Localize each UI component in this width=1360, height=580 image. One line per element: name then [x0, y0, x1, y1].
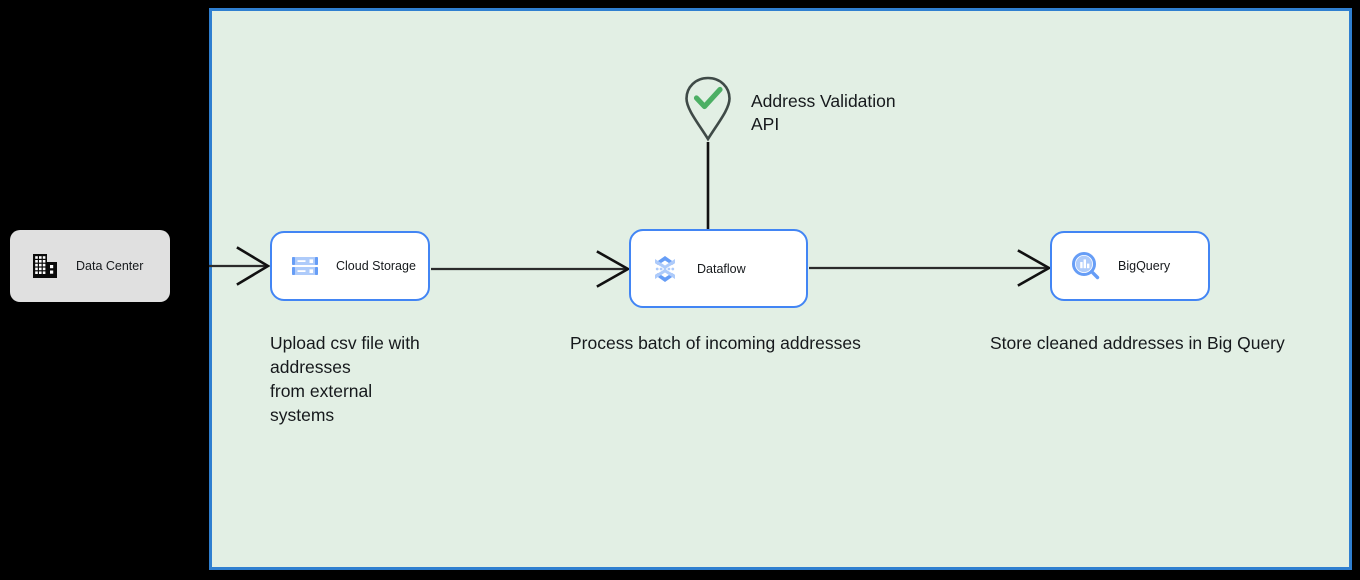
caption-store-addresses: Store cleaned addresses in Big Query: [990, 333, 1285, 353]
external-api-label: Address Validation API: [751, 91, 896, 134]
caption-process-batch: Process batch of incoming addresses: [570, 333, 861, 353]
node-label-dataflow: Dataflow: [697, 261, 746, 276]
node-dataflow[interactable]: Dataflow: [629, 229, 808, 308]
node-data-center[interactable]: Data Center: [10, 230, 170, 302]
node-label-cloud-storage: Cloud Storage: [336, 259, 416, 273]
node-label-bigquery: BigQuery: [1118, 259, 1171, 273]
caption-upload-csv: Upload csv file with addresses from exte…: [270, 333, 420, 425]
dataflow-icon: [649, 253, 681, 285]
bigquery-icon: [1070, 250, 1102, 282]
data-center-building-icon: [30, 251, 60, 281]
map-pin-check-icon: [683, 75, 733, 143]
external-api-address-validation[interactable]: Address Validation API: [683, 75, 896, 143]
cloud-storage-icon: [290, 251, 320, 281]
node-bigquery[interactable]: BigQuery: [1050, 231, 1210, 301]
node-cloud-storage[interactable]: Cloud Storage: [270, 231, 430, 301]
node-label-data-center: Data Center: [76, 259, 144, 273]
